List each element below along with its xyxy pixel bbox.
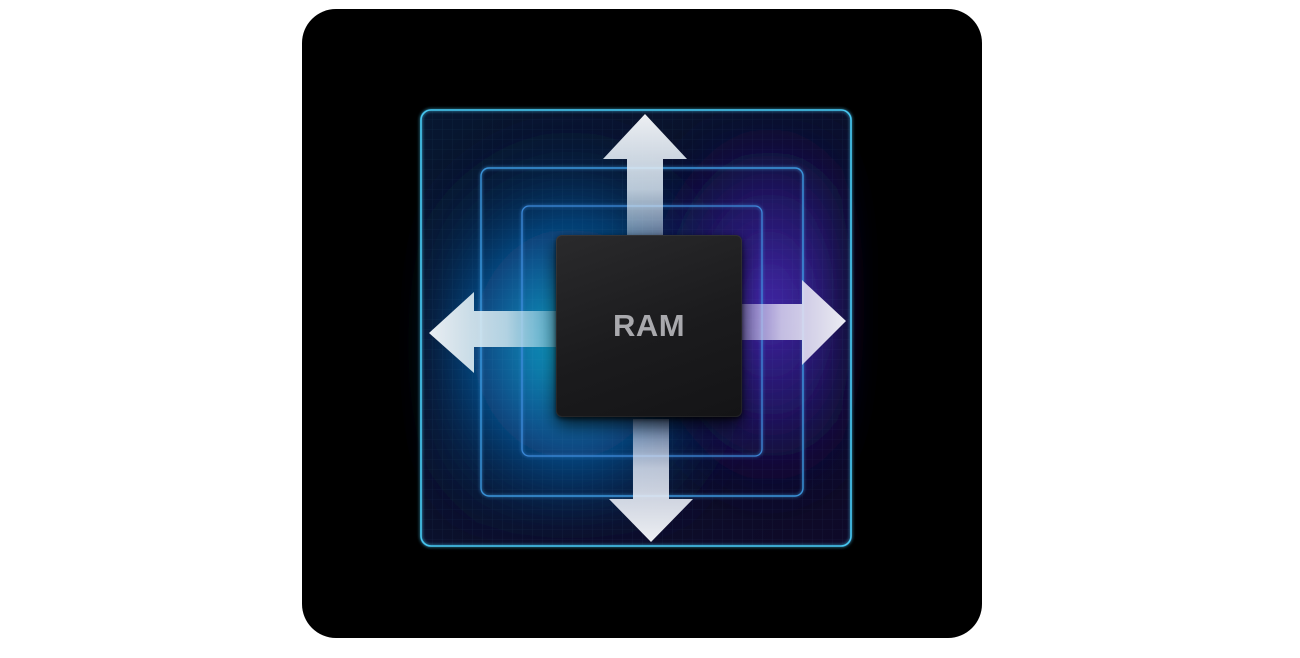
ram-chip: RAM	[556, 235, 742, 417]
arrow-up-icon	[603, 114, 687, 239]
expansion-arrows	[429, 114, 846, 542]
arrow-down-icon	[609, 419, 693, 542]
ram-chip-label: RAM	[612, 308, 686, 343]
arrow-left-icon	[429, 292, 558, 373]
outer-frame	[420, 109, 852, 547]
illustration-panel: RAM	[302, 9, 982, 638]
arrow-right-icon	[738, 280, 846, 365]
